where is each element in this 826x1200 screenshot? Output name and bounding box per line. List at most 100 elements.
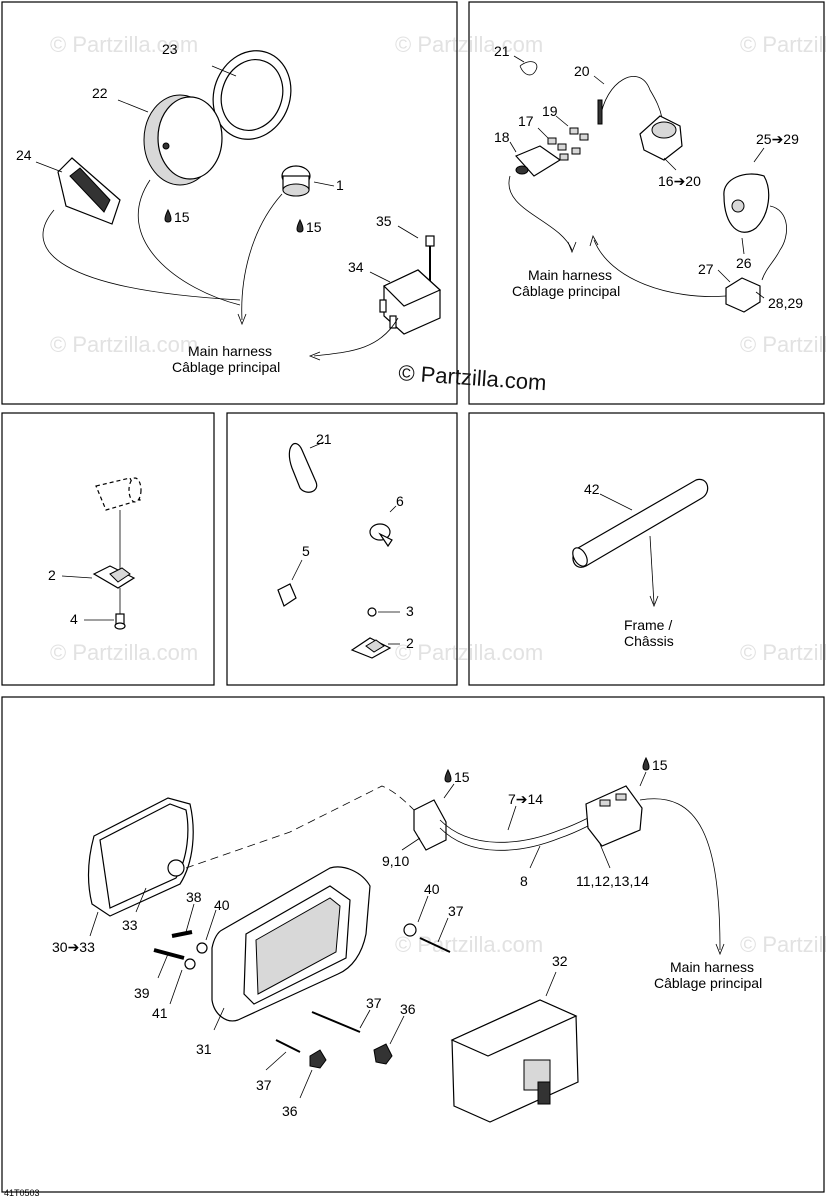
watermark: © Partzilla.com	[50, 640, 198, 665]
label-31: 31	[196, 1041, 212, 1057]
label-15: 15	[306, 219, 322, 235]
label-40: 40	[424, 881, 440, 897]
harness-label-fr: Câblage principal	[512, 283, 620, 299]
watermark: © Partzilla.com	[50, 32, 198, 57]
drawing-reference: 41T0503	[4, 1188, 40, 1198]
label-2: 2	[406, 635, 414, 651]
label-34: 34	[348, 259, 364, 275]
mounting-bracket-part	[211, 866, 371, 1022]
watermark: © Partzilla.com	[395, 932, 543, 957]
key-switch-part	[639, 115, 683, 161]
label-19: 19	[542, 103, 558, 119]
label-41: 41	[152, 1005, 168, 1021]
label-8: 8	[520, 873, 528, 889]
headlamp-part	[87, 797, 194, 917]
label-30-33: 30➔33	[52, 939, 95, 955]
panel-frame	[1, 1, 458, 405]
connector-part	[514, 145, 562, 177]
label-21: 21	[316, 431, 332, 447]
harness-label-en: Main harness	[670, 959, 754, 975]
label-37: 37	[256, 1077, 272, 1093]
screw-part	[367, 607, 377, 617]
panel-tube: 42 Frame / Châssis	[572, 478, 709, 649]
label-23: 23	[162, 41, 178, 57]
terminals-part	[547, 127, 589, 161]
label-37: 37	[366, 995, 382, 1011]
label-21: 21	[494, 43, 510, 59]
label-15: 15	[454, 769, 470, 785]
fastener-part	[153, 923, 451, 1069]
label-6: 6	[396, 493, 404, 509]
panel-handlebar-switches: 21 20 19 17 18 16➔20 25➔29 26 27 28,29 M…	[398, 43, 804, 395]
watermark: © Partzilla.com	[740, 932, 826, 957]
frame-label-en: Frame /	[624, 617, 672, 633]
handlebar-control-part	[723, 173, 787, 281]
label-35: 35	[376, 213, 392, 229]
label-15: 15	[652, 757, 668, 773]
label-24: 24	[16, 147, 32, 163]
plug-part	[725, 277, 761, 313]
harness-label-fr: Câblage principal	[654, 975, 762, 991]
harness-label-en: Main harness	[188, 343, 272, 359]
label-11-14: 11,12,13,14	[576, 873, 649, 889]
harness-label-fr: Câblage principal	[172, 359, 280, 375]
panel-hardware: 21 6 5 3 2	[277, 431, 414, 659]
watermark: © Partzilla.com	[740, 640, 826, 665]
panel-auxiliary-light: 15 15 7➔14 9,10 8 11,12,13,14 33 30➔33 3…	[52, 756, 762, 1123]
push-rivet-part	[369, 523, 393, 548]
panel-headlamp-switches: 23 22 24 1 15 15 35 34 Main harness Câbl…	[16, 41, 442, 375]
label-40: 40	[214, 897, 230, 913]
watermark: © Partzilla.com	[50, 332, 198, 357]
label-4: 4	[70, 611, 78, 627]
partzilla-logo: © Partzilla.com	[398, 360, 548, 395]
indicator-lamp-part	[281, 165, 311, 197]
watermarks: © Partzilla.com © Partzilla.com © Partzi…	[50, 32, 826, 957]
panel-frame	[1, 696, 825, 1193]
label-38: 38	[186, 889, 202, 905]
label-16-20: 16➔20	[658, 173, 701, 189]
panel-clamp: 2 4	[48, 477, 142, 630]
panel-frame	[1, 412, 215, 686]
label-20: 20	[574, 63, 590, 79]
screw-part	[425, 235, 435, 286]
harness-connector-part	[585, 785, 643, 847]
label-17: 17	[518, 113, 534, 129]
label-33: 33	[122, 917, 138, 933]
clamp-part	[92, 565, 136, 589]
protective-tube-part	[572, 478, 709, 568]
label-3: 3	[406, 603, 414, 619]
label-26: 26	[736, 255, 752, 271]
watermark: © Partzilla.com	[740, 332, 826, 357]
tube-part	[95, 477, 142, 511]
clip-part	[277, 583, 297, 607]
label-2: 2	[48, 567, 56, 583]
rivet-part	[114, 613, 126, 630]
label-37: 37	[448, 903, 464, 919]
bezel-ring-part	[212, 50, 292, 140]
label-27: 27	[698, 261, 714, 277]
label-18: 18	[494, 129, 510, 145]
rocker-switch-part	[57, 157, 121, 225]
clamp-part	[350, 637, 392, 659]
cable-tie-part	[288, 443, 318, 493]
label-9-10: 9,10	[382, 853, 409, 869]
label-1: 1	[336, 177, 344, 193]
frame-label-fr: Châssis	[624, 633, 674, 649]
panel-frame	[226, 412, 458, 686]
gauge-housing-part	[143, 94, 223, 186]
harness-label-en: Main harness	[528, 267, 612, 283]
label-7-14: 7➔14	[508, 791, 543, 807]
label-22: 22	[92, 85, 108, 101]
label-25-29: 25➔29	[756, 131, 799, 147]
harness-connector-part	[413, 799, 447, 851]
panel-frame	[468, 412, 825, 686]
panel-frame	[468, 1, 825, 405]
label-36: 36	[282, 1103, 298, 1119]
label-36: 36	[400, 1001, 416, 1017]
label-32: 32	[552, 953, 568, 969]
label-5: 5	[302, 543, 310, 559]
label-28-29: 28,29	[768, 295, 803, 311]
work-lamp-part	[450, 999, 579, 1123]
label-39: 39	[134, 985, 150, 1001]
